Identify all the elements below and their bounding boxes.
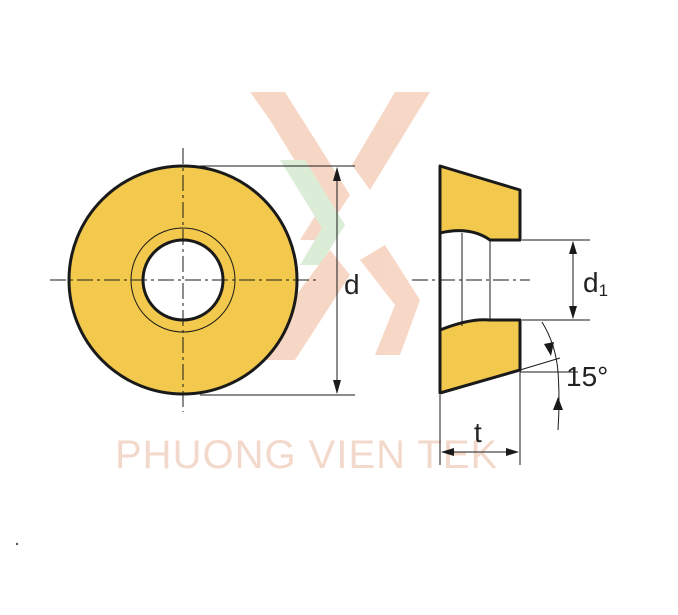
watermark-text: PHUONG VIEN TEK: [115, 433, 498, 477]
dimension-d1: d1: [569, 241, 608, 319]
angle-arc: [541, 321, 560, 431]
angle-extension-line: [519, 357, 561, 371]
arrow-down-icon: [569, 306, 577, 319]
insert-section-view: [412, 164, 590, 395]
insert-top-view: [50, 148, 355, 412]
watermark-chevron-green: [280, 160, 345, 265]
label-d1-subscript: 1: [599, 281, 608, 300]
arrow-left-icon: [441, 448, 454, 456]
label-t: t: [474, 417, 482, 448]
arrow-down-icon: [333, 380, 341, 394]
arrow-up-icon: [333, 167, 341, 181]
arrow-right-icon: [506, 448, 519, 456]
label-angle: 15°: [566, 361, 608, 392]
dimension-t: t: [439, 372, 521, 465]
arrow-down-icon: [544, 342, 554, 356]
dimension-angle: 15°: [519, 321, 608, 431]
section-upper-body: [438, 164, 522, 242]
label-d: d: [344, 269, 360, 300]
watermark-chevron-right: [352, 92, 430, 190]
label-d1-main: d: [583, 267, 599, 298]
section-lower-body: [438, 318, 522, 395]
label-d1: d1: [583, 267, 608, 300]
arrow-up-icon: [569, 241, 577, 254]
dimension-d: d: [333, 167, 360, 394]
stray-dot: [15, 542, 19, 546]
watermark-chevron-lower-right: [360, 245, 420, 355]
arrow-up-icon: [553, 397, 563, 410]
